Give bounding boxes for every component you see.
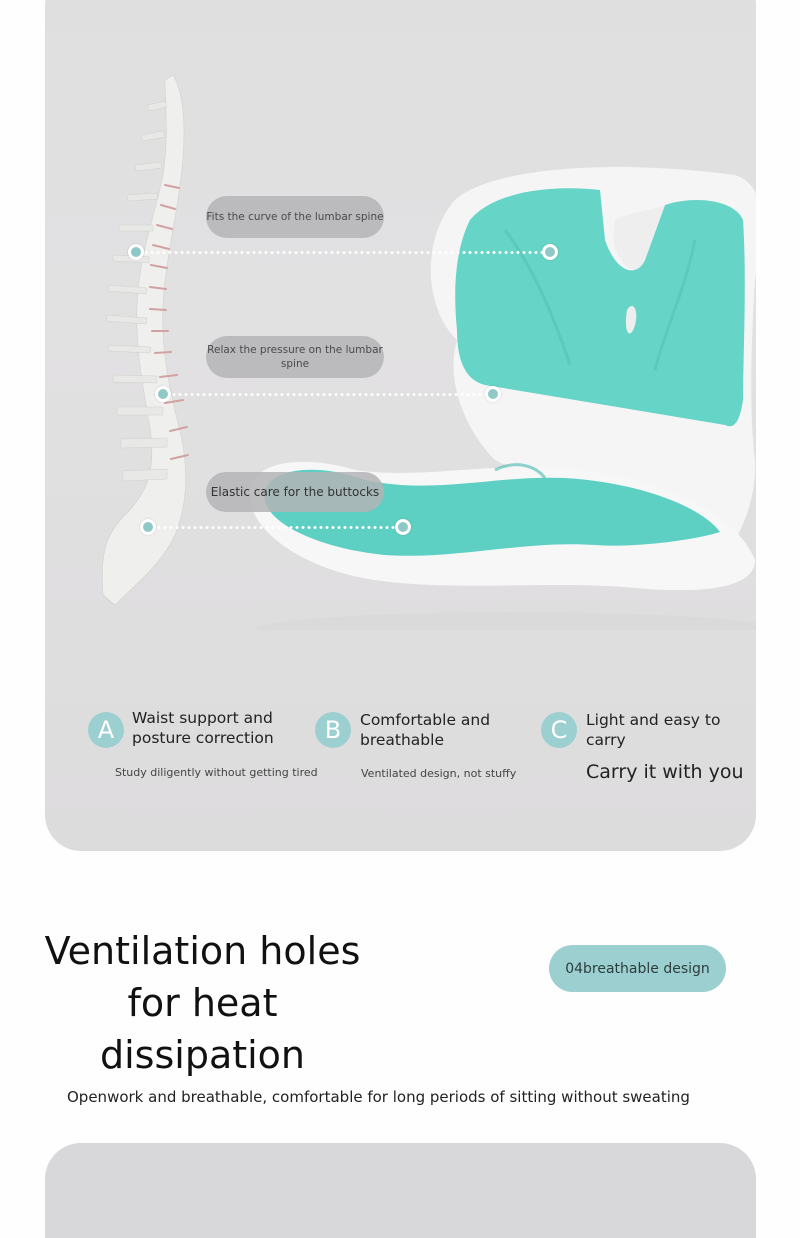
spine-hotspot-marker[interactable]: [140, 519, 156, 535]
section-tag-label: 04breathable design: [565, 960, 710, 977]
section-description: Openwork and breathable, comfortable for…: [67, 1088, 690, 1106]
callout-lumbar-curve: Fits the curve of the lumbar spine: [206, 196, 384, 238]
spine-illustration: [101, 75, 189, 606]
callout-label: Relax the pressure on the lumbar spine: [207, 344, 383, 370]
next-product-panel: [45, 1143, 756, 1238]
callout-connector-line: [150, 526, 405, 529]
feature-badge-a: A: [88, 712, 124, 748]
feature-subtitle: Study diligently without getting tired: [115, 766, 318, 779]
callout-connector-line: [137, 251, 549, 254]
callout-label: Elastic care for the buttocks: [210, 485, 380, 499]
feature-badge-b: B: [315, 712, 351, 748]
spine-hotspot-marker[interactable]: [128, 244, 144, 260]
callout-label: Fits the curve of the lumbar spine: [206, 211, 384, 223]
feature-subtitle: Ventilated design, not stuffy: [361, 767, 517, 780]
feature-title: Comfortable and breathable: [360, 711, 491, 749]
product-feature-panel: Fits the curve of the lumbar spine Relax…: [45, 0, 756, 851]
chair-hotspot-marker[interactable]: [485, 386, 501, 402]
feature-badge-c: C: [541, 712, 577, 748]
spine-hotspot-marker[interactable]: [155, 386, 171, 402]
feature-subtitle: Carry it with you: [586, 761, 744, 783]
section-tag-pill: 04breathable design: [549, 945, 726, 992]
callout-pressure-relief: Relax the pressure on the lumbar spine: [206, 336, 384, 378]
feature-title: Light and easy to carry: [586, 711, 721, 749]
chair-hotspot-marker[interactable]: [542, 244, 558, 260]
callout-buttocks-care: Elastic care for the buttocks: [206, 472, 384, 512]
section-headline: Ventilation holes for heat dissipation: [44, 929, 361, 1077]
chair-hotspot-marker[interactable]: [395, 519, 411, 535]
feature-title: Waist support and posture correction: [132, 709, 274, 747]
callout-connector-line: [165, 393, 493, 396]
